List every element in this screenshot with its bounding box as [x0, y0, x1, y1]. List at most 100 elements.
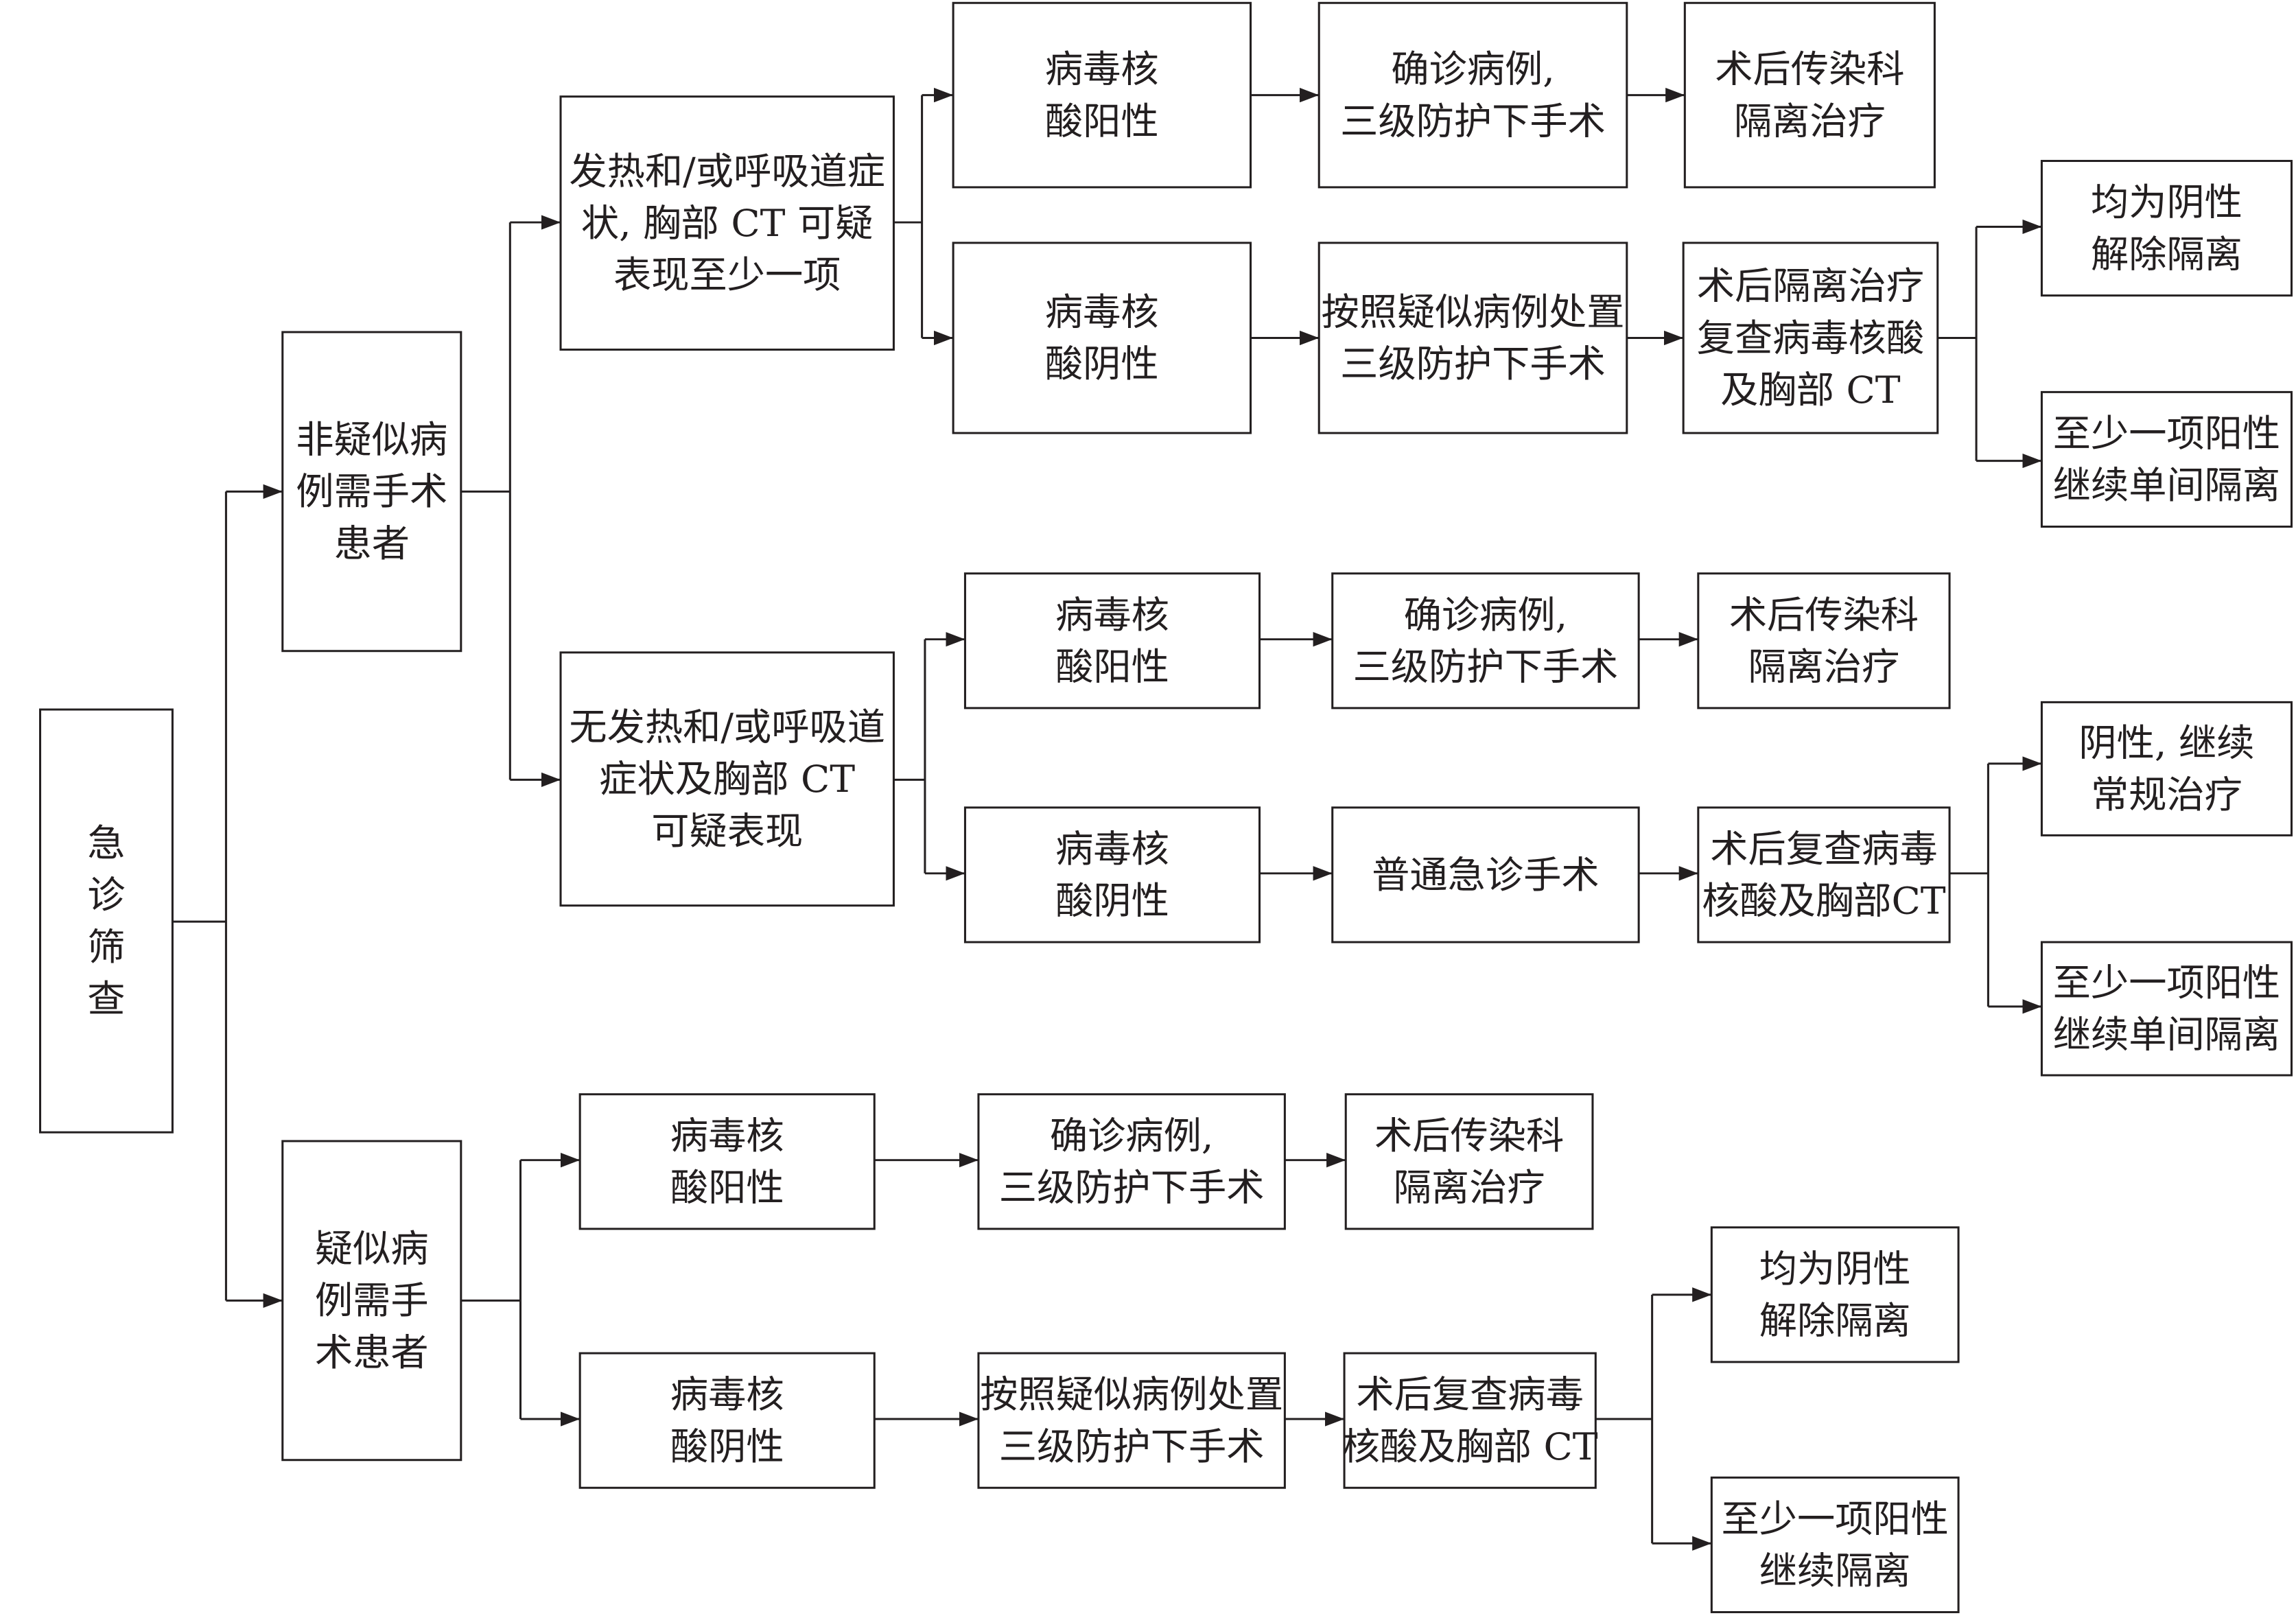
node-ns-symptomatic-label-line: 状, 胸部 CT 可疑: [581, 201, 874, 244]
node-s-neg-all-negative-label-line: 均为阴性: [1759, 1247, 1911, 1290]
node-ns-sym-positive-label-line: 酸阳性: [1045, 99, 1159, 143]
node-ns-asym-neg-any-positive-label-line: 继续单间隔离: [2053, 1013, 2280, 1056]
fork-asymptomatic-recheck-outcomes-bus: [1949, 763, 1989, 1007]
node-ns-sym-neg-any-positive-label-line: 至少一项阳性: [2053, 412, 2280, 455]
node-ns-symptomatic-label-line: 发热和/或呼吸道症: [569, 150, 885, 193]
node-ns-asym-neg-negative-box: [2040, 701, 2293, 836]
node-ns-sym-neg-any-positive-box: [2040, 390, 2293, 528]
node-root-label-line: 筛: [87, 925, 125, 968]
node-ns-asym-neg-post-label-line: 术后复查病毒: [1710, 827, 1937, 870]
node-ns-sym-neg-handling-box: [1317, 242, 1628, 434]
fork-asymptomatic-to-test-results: [893, 632, 965, 881]
node-ns-sym-positive-label-line: 病毒核: [1045, 47, 1159, 91]
node-s-pos-post-label-line: 隔离治疗: [1394, 1166, 1545, 1209]
node-ns-asymptomatic-label-line: 症状及胸部 CT: [599, 758, 855, 801]
node-suspected-label-line: 例需手: [315, 1279, 429, 1322]
fork-symptomatic-recheck-outcomes: [1937, 219, 2042, 469]
fork-suspected-recheck-outcomes-bus: [1595, 1294, 1654, 1544]
node-ns-sym-neg-handling-label-line: 三级防护下手术: [1340, 342, 1606, 386]
node-ns-sym-pos-confirmed-label-line: 确诊病例,: [1391, 47, 1555, 91]
node-ns-asym-neg-post-label-line: 核酸及胸部CT: [1702, 879, 1946, 922]
fork-non-suspected-to-symptom-groups: [460, 215, 561, 788]
node-root-label-line: 急: [87, 821, 125, 865]
node-ns-asymptomatic-label-line: 无发热和/或呼吸道: [569, 705, 885, 749]
node-root-label-line: 诊: [87, 874, 125, 917]
node-ns-asym-pos-post-label-line: 术后传染科: [1729, 593, 1919, 636]
node-s-pos-post-label-line: 术后传染科: [1374, 1114, 1564, 1157]
node-ns-asym-positive-label-line: 病毒核: [1055, 593, 1169, 636]
fork-screening-to-patient-groups: [172, 484, 283, 1309]
node-s-negative-label-line: 酸阴性: [670, 1424, 784, 1468]
node-ns-asym-pos-confirmed-label-line: 确诊病例,: [1404, 593, 1568, 636]
fork-symptomatic-to-test-results-bus: [893, 95, 924, 338]
fork-asymptomatic-recheck-outcomes: [1949, 756, 2042, 1014]
node-s-neg-all-negative-box: [1710, 1226, 1960, 1363]
fork-symptomatic-to-test-results: [893, 87, 954, 346]
node-s-neg-any-positive-box: [1710, 1476, 1960, 1613]
node-ns-symptomatic-box: [559, 95, 895, 351]
node-s-positive-label-line: 酸阳性: [670, 1166, 784, 1209]
node-ns-asymptomatic-box: [559, 651, 895, 907]
node-ns-sym-pos-confirmed-label-line: 三级防护下手术: [1340, 99, 1606, 143]
node-root-label-line: 查: [87, 977, 125, 1020]
node-ns-asym-pos-confirmed-box: [1331, 572, 1640, 710]
node-s-neg-all-negative-label-line: 解除隔离: [1759, 1299, 1911, 1342]
node-non-suspected-label-line: 患者: [334, 521, 410, 565]
node-ns-sym-negative-box: [952, 242, 1252, 434]
node-ns-sym-neg-any-positive-label-line: 继续单间隔离: [2053, 464, 2280, 507]
node-ns-sym-neg-post-box: [1682, 242, 1939, 434]
node-s-neg-post-label-line: 术后复查病毒: [1356, 1373, 1583, 1416]
fork-suspected-to-test-results: [460, 1153, 581, 1427]
node-ns-symptomatic-label-line: 表现至少一项: [613, 253, 841, 296]
node-ns-sym-neg-handling-label-line: 按照疑似病例处置: [1322, 290, 1625, 333]
node-suspected-label-line: 术患者: [315, 1330, 429, 1374]
node-ns-asym-neg-negative-label-line: 常规治疗: [2091, 773, 2242, 816]
node-s-pos-confirmed: 确诊病例,三级防护下手术: [977, 1093, 1286, 1230]
node-s-neg-any-positive-label-line: 继续隔离: [1759, 1549, 1911, 1593]
node-ns-asym-neg-any-positive-box: [2040, 941, 2293, 1077]
node-s-pos-confirmed-box: [977, 1093, 1286, 1230]
fork-asymptomatic-to-test-results-bus: [893, 639, 926, 874]
node-ns-asym-negative-label-line: 病毒核: [1055, 827, 1169, 870]
node-ns-sym-negative-label-line: 酸阴性: [1045, 342, 1159, 386]
node-ns-sym-negative-label-line: 病毒核: [1045, 290, 1159, 333]
node-ns-sym-positive-box: [952, 1, 1252, 189]
node-s-neg-handling-label-line: 按照疑似病例处置: [980, 1373, 1283, 1416]
node-non-suspected-label-line: 非疑似病: [296, 418, 447, 461]
node-ns-asym-pos-confirmed-label-line: 三级防护下手术: [1353, 645, 1619, 688]
node-ns-sym-pos-post-box: [1683, 1, 1936, 189]
node-ns-sym-pos-confirmed-box: [1317, 1, 1628, 189]
node-ns-sym-neg-all-negative-label-line: 均为阴性: [2091, 180, 2242, 224]
node-ns-asymptomatic-label-line: 可疑表现: [651, 809, 803, 852]
node-ns-asym-pos-post-label-line: 隔离治疗: [1748, 645, 1899, 688]
node-ns-asym-neg-post-box: [1697, 806, 1951, 943]
node-s-neg-post-label-line: 核酸及胸部 CT: [1342, 1424, 1598, 1468]
fork-screening-to-patient-groups-bus: [172, 491, 227, 1301]
node-s-neg-handling-label-line: 三级防护下手术: [999, 1424, 1265, 1468]
node-non-suspected-box: [281, 331, 462, 653]
node-ns-sym-neg-post-label-line: 及胸部 CT: [1720, 368, 1901, 411]
node-s-neg-any-positive-label-line: 至少一项阳性: [1721, 1497, 1948, 1540]
fork-non-suspected-to-symptom-groups-bus: [460, 222, 511, 780]
node-s-negative-box: [578, 1352, 876, 1489]
node-ns-asym-pos-confirmed: 确诊病例, 三级防护下手术: [1331, 572, 1640, 710]
node-ns-asym-neg-surgery-box: [1331, 806, 1640, 943]
node-ns-sym-pos-post-label-line: 隔离治疗: [1734, 99, 1886, 143]
node-s-positive-box: [578, 1093, 876, 1230]
node-s-negative-label-line: 病毒核: [670, 1373, 784, 1416]
